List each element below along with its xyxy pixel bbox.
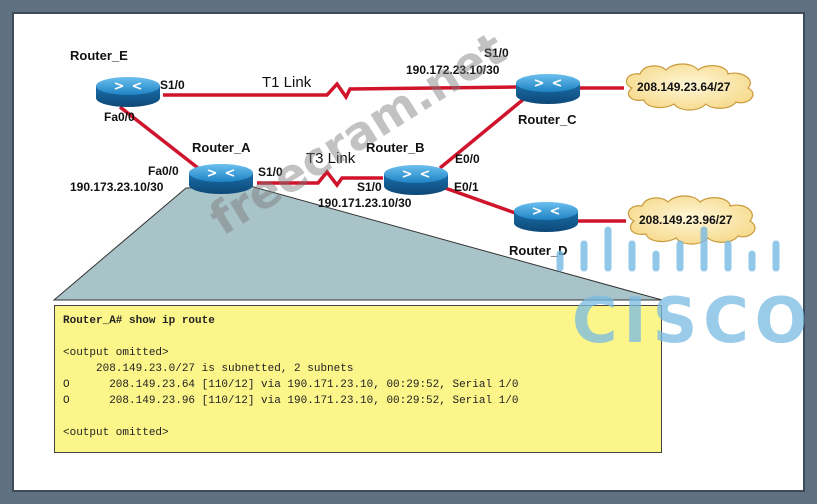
console-line	[63, 409, 653, 425]
router-c-icon[interactable]	[516, 74, 580, 104]
cisco-logo-text: CISCO	[572, 284, 814, 357]
t3-link-label: T3 Link	[306, 150, 356, 167]
router-b-label: Router_B	[366, 140, 425, 155]
e-a-link-line	[118, 105, 200, 170]
console-line: <output omitted>	[63, 427, 169, 439]
router-b-icon[interactable]	[384, 165, 448, 195]
console-line: <output omitted>	[63, 347, 169, 359]
console-line: Router_A# show ip route	[63, 315, 215, 327]
cisco-logo-bars-icon	[556, 226, 780, 272]
router-c-s-ip-label: 190.172.23.10/30	[406, 63, 500, 77]
console-line: O 208.149.23.64 [110/12] via 190.171.23.…	[63, 379, 519, 391]
router-d-icon[interactable]	[514, 202, 578, 232]
cloud-c-icon	[625, 63, 754, 111]
t1-link-label: T1 Link	[262, 74, 312, 91]
console-line	[63, 329, 653, 345]
router-b-s10-label: S1/0	[357, 180, 382, 194]
router-c-s10-label: S1/0	[484, 46, 509, 60]
router-e-label: Router_E	[70, 48, 128, 63]
router-a-icon[interactable]	[189, 164, 253, 194]
router-a-fa00-label: Fa0/0	[148, 164, 179, 178]
t1-link-line	[163, 81, 517, 101]
cloud-c-label: 208.149.23.64/27	[637, 80, 731, 94]
link-lines	[118, 81, 626, 223]
router-d-label: Router_D	[509, 243, 568, 258]
router-e-s10-label: S1/0	[160, 78, 185, 92]
router-a-label: Router_A	[192, 140, 251, 155]
router-b-e00-label: E0/0	[455, 152, 480, 166]
router-a-fa-ip-label: 190.173.23.10/30	[70, 180, 164, 194]
cloud-d-label: 208.149.23.96/27	[639, 213, 733, 227]
console-line: 208.149.23.0/27 is subnetted, 2 subnets	[63, 363, 354, 375]
router-c-label: Router_C	[518, 112, 577, 127]
router-b-e01-label: E0/1	[454, 180, 479, 194]
show-ip-route-output: Router_A# show ip route <output omitted>…	[54, 305, 662, 453]
console-line: O 208.149.23.96 [110/12] via 190.171.23.…	[63, 395, 519, 407]
router-e-fa00-label: Fa0/0	[104, 110, 135, 124]
b-d-link-line	[444, 186, 519, 216]
t3-link-line	[257, 169, 383, 188]
router-b-s-ip-label: 190.171.23.10/30	[318, 196, 412, 210]
router-e-icon[interactable]	[96, 77, 160, 107]
router-a-s10-label: S1/0	[258, 165, 283, 179]
b-c-link-line	[438, 96, 527, 170]
cloud-d-icon	[627, 195, 756, 245]
